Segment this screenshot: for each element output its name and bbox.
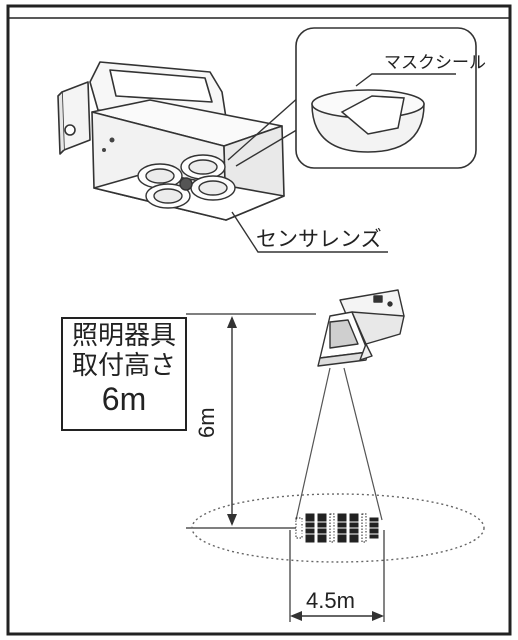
width-dimension bbox=[290, 611, 384, 621]
height-dimension bbox=[227, 316, 237, 526]
mask-seal-patch bbox=[340, 95, 405, 135]
callout-line-upper bbox=[227, 95, 301, 161]
height-box-line1: 照明器具 bbox=[71, 320, 176, 350]
sensor-lens-label: センサレンズ bbox=[256, 228, 382, 251]
detection-area-ellipse bbox=[191, 493, 485, 563]
height-box-line3: 6m bbox=[101, 381, 147, 417]
detection-zone-pattern bbox=[295, 513, 382, 543]
height-dimension-label: 6m bbox=[194, 407, 219, 438]
mounting-height-box bbox=[61, 317, 187, 431]
callout-line-lower bbox=[235, 127, 301, 167]
sensor-lenses bbox=[137, 154, 236, 209]
detection-cone-right bbox=[343, 367, 383, 521]
width-dimension-label: 4.5m bbox=[306, 588, 355, 613]
mask-seal-label: マスクシール bbox=[384, 53, 486, 72]
mounting-bracket bbox=[61, 81, 91, 151]
bracket-hole bbox=[64, 124, 76, 136]
height-box-line2: 取付高さ bbox=[71, 350, 176, 380]
magnified-lens bbox=[311, 89, 425, 153]
sensor-device-illustration bbox=[57, 61, 285, 221]
mask-seal-leader bbox=[355, 73, 456, 87]
sensor-lens-leader bbox=[231, 211, 388, 253]
mounted-sensor-device bbox=[317, 289, 405, 367]
detection-cone-left bbox=[295, 367, 331, 521]
